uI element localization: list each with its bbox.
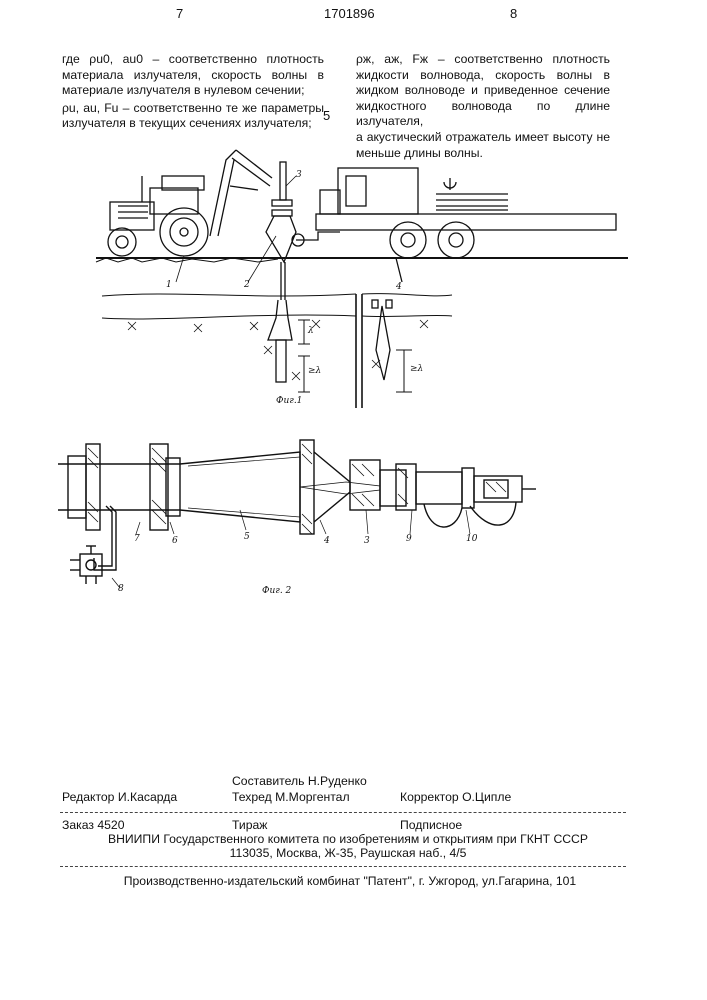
fig2-label-5: 5 [244,532,250,542]
figure-1-caption: Фиг.1 [276,396,302,406]
corrector: Корректор О.Ципле [400,790,511,805]
fig1-ge-lambda-label: ≥λ [308,366,321,376]
circulation: Тираж [232,818,267,833]
fig1-label-4: 4 [396,282,402,292]
fig2-label-3: 3 [364,536,370,546]
composer: Составитель Н.Руденко [232,774,367,789]
fig2-label-8: 8 [118,584,124,594]
fig2-label-9: 9 [406,534,412,544]
editor: Редактор И.Касарда [62,790,177,805]
figure-2-drawing [0,430,707,630]
fig1-ge-lambda-label-2: ≥λ [410,364,423,374]
fig2-label-6: 6 [172,536,178,546]
figure-2-caption: Фиг. 2 [262,586,291,596]
institute: ВНИИПИ Государственного комитета по изоб… [88,832,608,847]
address: 113035, Москва, Ж-35, Раушская наб., 4/5 [88,846,608,861]
fig2-label-4: 4 [324,536,330,546]
subscription: Подписное [400,818,462,833]
fig2-label-7: 7 [134,534,140,544]
divider-1 [60,812,626,813]
fig1-label-2: 2 [244,280,250,290]
publisher: Производственно-издательский комбинат "П… [90,874,610,889]
fig2-label-10: 10 [466,534,477,544]
techred: Техред М.Моргентал [232,790,350,805]
figure-1-drawing [0,0,707,420]
fig1-label-3: 3 [296,170,302,180]
fig1-lambda-label: λ [308,326,314,336]
fig1-label-1: 1 [166,280,172,290]
divider-2 [60,866,626,867]
order-number: Заказ 4520 [62,818,124,833]
